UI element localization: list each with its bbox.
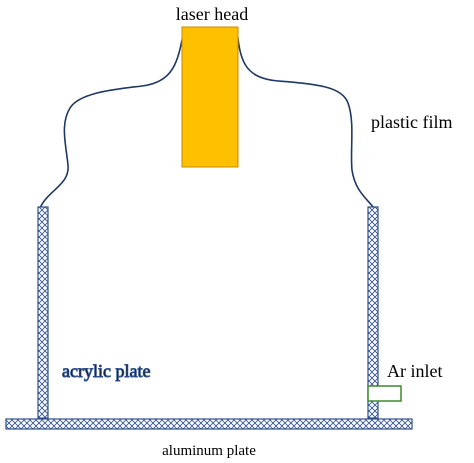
laser-head-label: laser head [176,4,248,24]
ar-inlet-label: Ar inlet [387,361,443,381]
plastic-film-right [236,29,375,209]
acrylic-plate-right [367,206,379,419]
acrylic-plate-left [37,206,49,419]
aluminum-plate-label: aluminum plate [162,443,256,459]
acrylic-plate-label: acrylic plate [62,361,150,381]
laser-head [181,26,239,168]
plastic-film-label: plastic film [371,112,452,132]
plastic-film-left [39,29,185,209]
ar-inlet [367,385,402,402]
aluminum-plate [5,418,413,430]
